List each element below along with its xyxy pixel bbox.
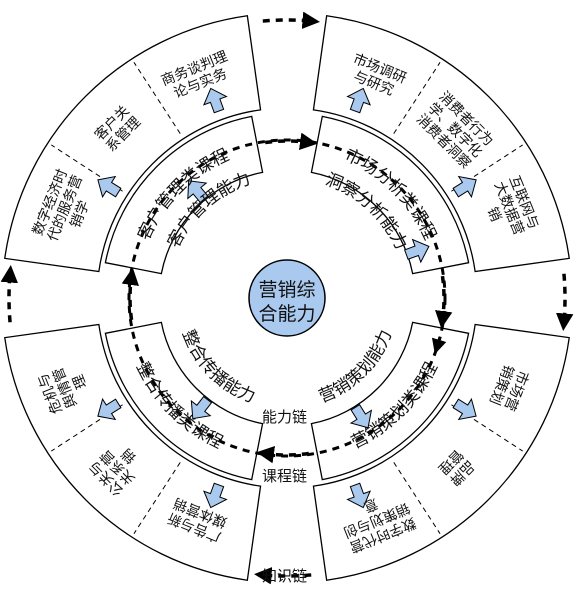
course-to-knowledge-arrow-2 [452,175,477,199]
center-circle [248,259,326,337]
course-to-knowledge-arrow-5 [202,482,228,509]
ability-ring [127,138,447,458]
knowledge-sector-4 [4,15,262,273]
knowledge-link-arrow-1 [555,273,574,331]
course-to-knowledge-arrow-7 [97,175,122,199]
ability-to-course-arrow-2 [349,404,373,429]
course-to-knowledge-arrow-6 [97,397,122,421]
course-link-arrow-4 [264,132,318,150]
course-to-knowledge-arrow-4 [346,482,372,509]
ability-to-course-arrow-3 [190,395,213,420]
course-sector-1 [310,115,470,275]
course-sector-4 [104,115,264,275]
ability-ring-arrowhead [431,336,447,355]
center-label-line1: 营销综 [258,279,315,301]
knowledge-sector-2 [312,323,570,581]
ability-to-course-arrow-4 [187,180,209,204]
course-band [104,115,470,481]
knowledge-link-arrow-2 [254,566,312,585]
knowledge-link-arrow-3 [0,265,19,323]
knowledge-chain-arrows [0,11,574,585]
knowledge-band [4,15,570,581]
knowledge-link-arrow-4 [262,11,320,30]
course-link-arrow-1 [435,275,453,329]
course-to-knowledge-arrow-1 [346,87,372,114]
knowledge-chain-caption: 知识链 [262,567,307,585]
course-to-knowledge-arrow-3 [452,397,477,421]
course-to-knowledge-arrows [97,87,477,509]
course-to-knowledge-arrow-8 [202,87,228,114]
course-sector-3 [104,321,264,481]
ability-to-course-arrow-1 [403,238,430,264]
ability-chain-caption: 能力链 [262,408,307,426]
center-label-line2: 合能力 [258,303,315,325]
course-chain-caption: 课程链 [262,467,307,485]
course-sector-2 [310,321,470,481]
knowledge-sector-3 [4,323,262,581]
knowledge-sector-1 [312,15,570,273]
course-link-arrow-3 [121,267,139,321]
